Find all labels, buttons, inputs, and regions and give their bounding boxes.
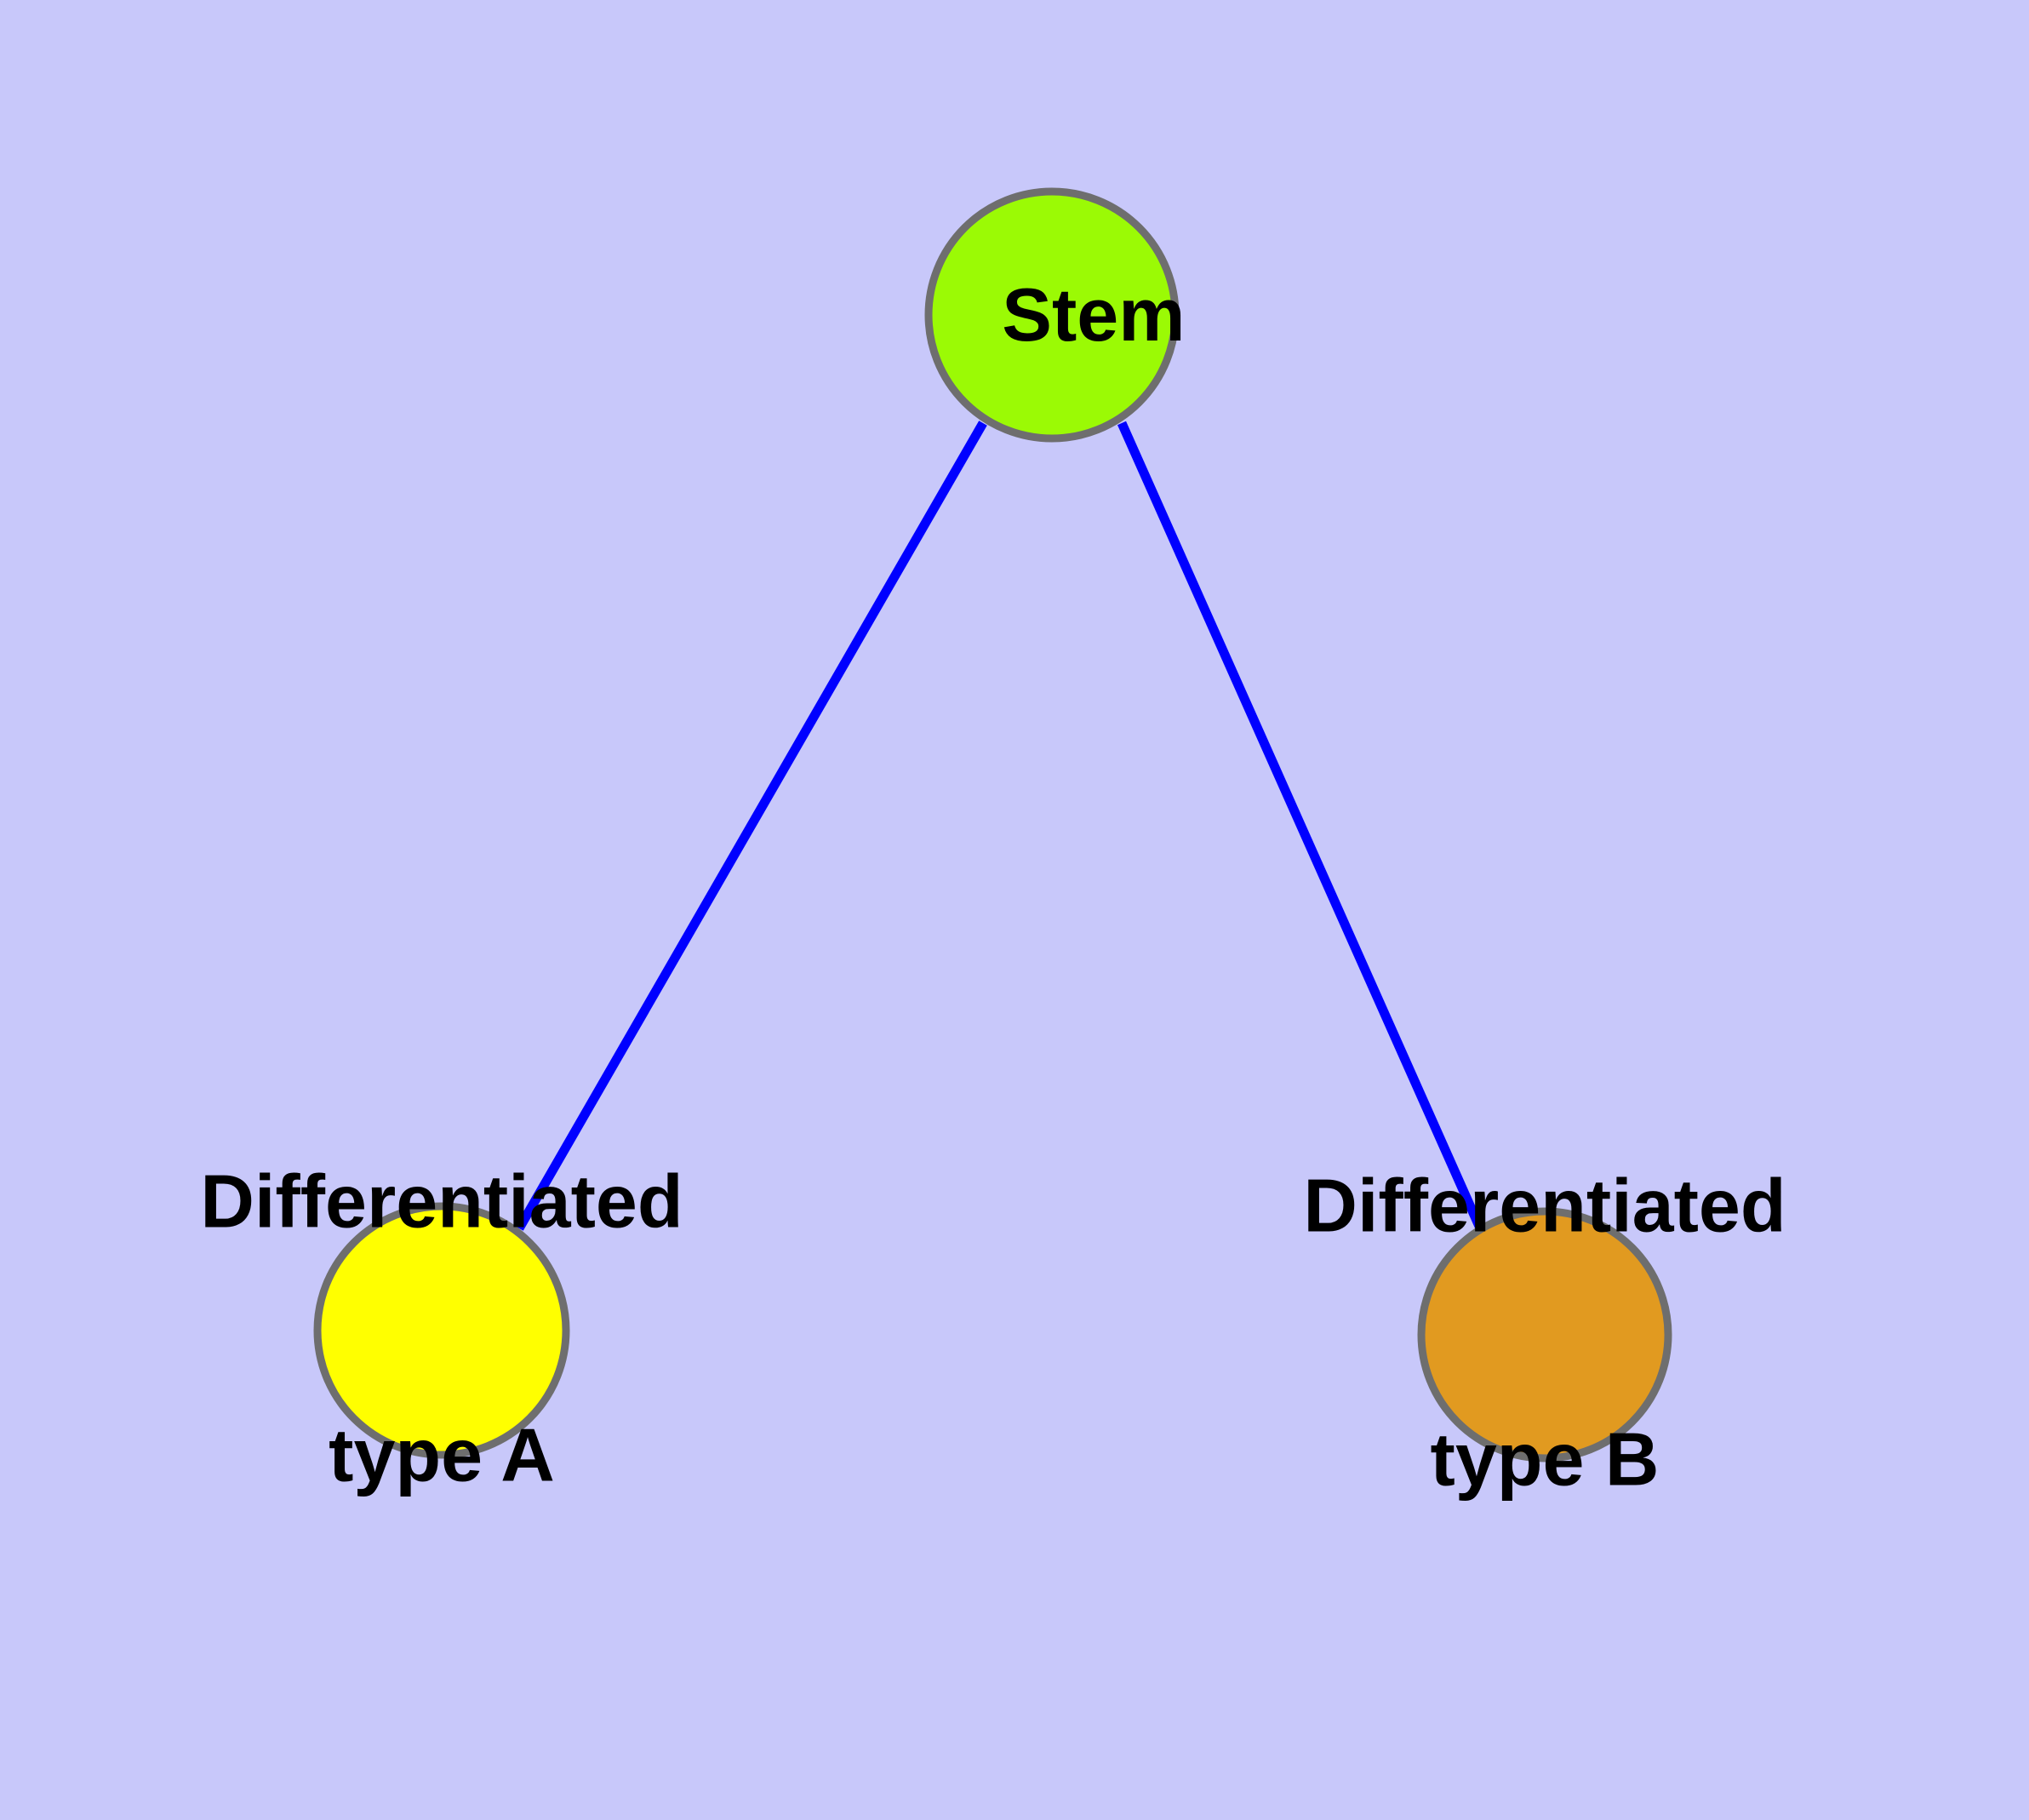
edge-stem-to-differentiated-type-a[interactable] — [515, 421, 987, 1231]
node-stem[interactable] — [924, 187, 1180, 443]
edge-stem-to-differentiated-type-b[interactable] — [1117, 421, 1486, 1233]
edge-layer — [515, 421, 1486, 1233]
node-differentiated-type-b[interactable] — [1417, 1207, 1672, 1462]
node-differentiated-type-a[interactable] — [313, 1202, 570, 1459]
node-layer — [313, 187, 1672, 1462]
